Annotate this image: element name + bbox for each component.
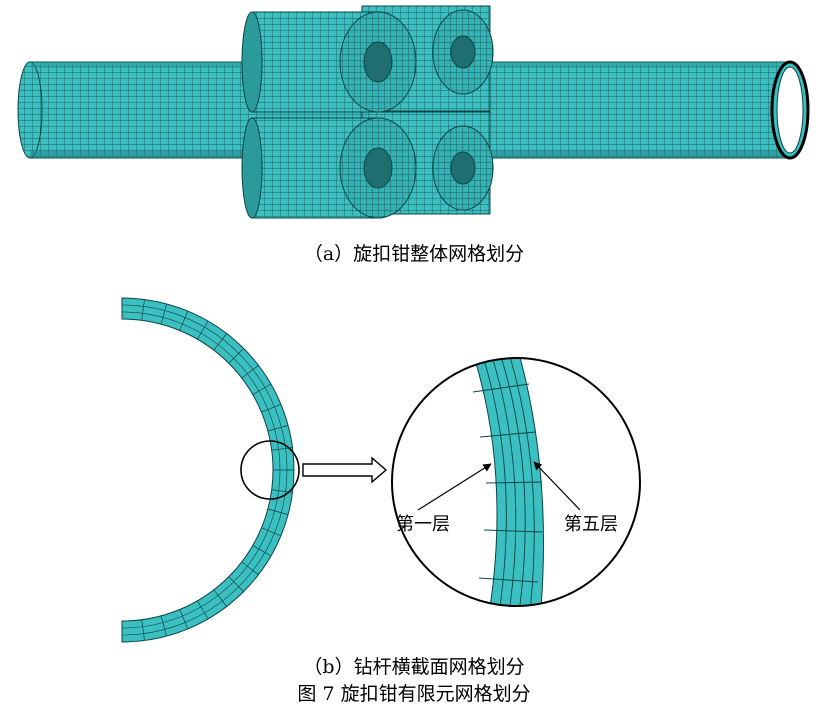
mesh-radial-line — [228, 348, 244, 364]
mesh-radial-line — [267, 508, 289, 515]
mesh-radial-line — [179, 609, 189, 630]
caption-b: （b）钻杆横截面网格划分 — [303, 656, 525, 678]
mesh-radial-line — [141, 299, 145, 321]
fifth-layer-label: 第五层 — [564, 514, 618, 535]
mesh-radial-line — [261, 527, 282, 537]
mesh-radial-line — [160, 615, 167, 637]
mesh-radial-line — [197, 320, 209, 340]
roller-front-lower — [241, 117, 417, 219]
mesh-radial-line — [141, 619, 145, 641]
figure-title: 图 7 旋扣钳有限元网格划分 — [297, 683, 531, 705]
mesh-radial-line — [213, 333, 227, 351]
mesh-radial-line — [213, 589, 227, 607]
zoom-region-marker — [240, 440, 300, 500]
mesh-radial-line — [241, 365, 259, 379]
mesh-radial-line — [197, 600, 209, 620]
mesh-radial-line — [267, 425, 289, 432]
mesh-radial-line — [160, 303, 167, 325]
wrench-overall-mesh-figure — [17, 5, 810, 219]
hollow-arrow — [302, 456, 388, 484]
cross-section-mesh-figure: 第一层 第五层 — [121, 297, 641, 643]
mesh-radial-line — [241, 561, 259, 575]
first-layer-arrow — [417, 463, 492, 511]
mesh-radial-line — [252, 545, 272, 557]
mesh-radial-line — [261, 403, 282, 413]
zoom-detail-circle — [391, 357, 641, 607]
caption-a: （a）旋扣钳整体网格划分 — [303, 243, 525, 265]
pipe-cross-section-ring — [121, 297, 295, 643]
roller-front-upper — [241, 11, 417, 113]
first-layer-label: 第一层 — [396, 514, 450, 535]
mesh-radial-line — [252, 383, 272, 395]
mesh-radial-line — [179, 310, 189, 331]
fifth-layer-arrow — [533, 461, 581, 511]
mesh-radial-line — [228, 576, 244, 592]
